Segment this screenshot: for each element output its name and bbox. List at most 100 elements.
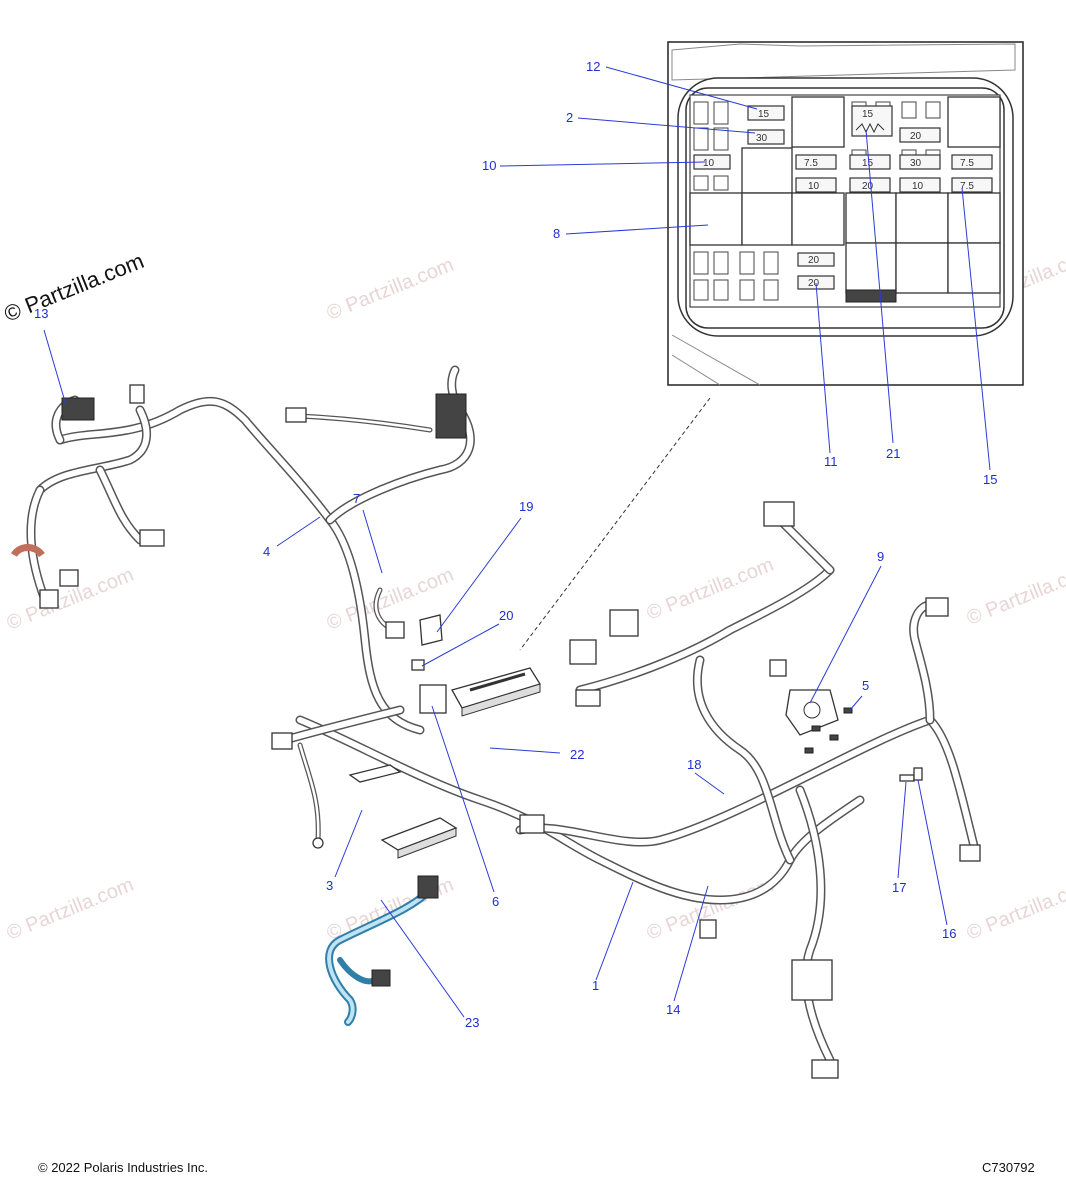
cover-side xyxy=(397,827,457,859)
connector xyxy=(811,1059,839,1079)
fuse xyxy=(849,154,891,170)
fuse-box-side xyxy=(461,683,541,717)
ring-terminal xyxy=(312,837,324,849)
fuse-rating: 7.5 xyxy=(960,158,974,169)
part-19-bracket xyxy=(419,614,443,646)
fuse-rating: 10 xyxy=(912,181,924,192)
fuse-rating: 30 xyxy=(910,158,922,169)
relay xyxy=(845,192,897,244)
relay-base xyxy=(845,289,897,303)
watermark: © Partzilla.com xyxy=(4,874,137,945)
fuse-rating: 30 xyxy=(756,133,768,144)
fuse xyxy=(747,129,785,145)
connector xyxy=(763,501,795,527)
leader-lines xyxy=(43,66,991,1018)
harness-4 xyxy=(11,365,475,735)
fuse xyxy=(899,154,941,170)
callout-13: 13 xyxy=(34,306,48,321)
callout-1: 1 xyxy=(592,978,599,993)
inset-pointer xyxy=(519,397,711,651)
callout-9: 9 xyxy=(877,549,884,564)
fuse xyxy=(951,154,993,170)
fuse xyxy=(795,154,837,170)
relay xyxy=(741,192,793,246)
copyright-text: © 2022 Polaris Industries Inc. xyxy=(38,1160,208,1175)
watermark: © Partzilla.com xyxy=(324,254,457,325)
inset-housing-top xyxy=(671,43,1016,81)
relay xyxy=(947,192,1001,244)
fuse xyxy=(899,177,941,193)
label-sticker xyxy=(348,764,402,783)
callout-11: 11 xyxy=(824,454,838,469)
connector xyxy=(61,397,95,421)
fuse-element xyxy=(855,122,885,134)
part-5-screws xyxy=(804,707,853,754)
relay xyxy=(791,96,845,148)
fuse-rating: 20 xyxy=(808,278,820,289)
screw xyxy=(804,747,814,754)
fuse-rating: 20 xyxy=(808,255,820,266)
fuse-rating: 15 xyxy=(758,109,770,120)
relay xyxy=(689,192,743,246)
fuse xyxy=(899,127,941,143)
callout-5: 5 xyxy=(862,678,869,693)
fuses: 15 30 10 15 20 7.5 15 30 7.5 10 20 10 xyxy=(693,105,993,290)
relay xyxy=(845,242,897,294)
connector xyxy=(575,689,601,707)
connector xyxy=(139,529,165,547)
part-17-clip xyxy=(899,774,915,782)
connector xyxy=(769,659,787,677)
fuse-box-inset: 15 30 10 15 20 7.5 15 30 7.5 10 20 10 xyxy=(667,41,1024,386)
connector xyxy=(417,875,439,899)
callout-18: 18 xyxy=(687,757,701,772)
inset-housing-hatch xyxy=(671,334,761,386)
callout-23: 23 xyxy=(465,1015,479,1030)
watermark: © Partzilla.com xyxy=(964,874,1066,945)
callout-14: 14 xyxy=(666,1002,680,1017)
fuse-rating: 20 xyxy=(910,131,922,142)
connector xyxy=(59,569,79,587)
callout-22: 22 xyxy=(570,747,584,762)
fuse xyxy=(747,105,785,121)
fuse-rating: 10 xyxy=(808,181,820,192)
part-3-cover xyxy=(348,764,458,859)
screw xyxy=(829,734,839,741)
callout-19: 19 xyxy=(519,499,533,514)
part-16-tie xyxy=(913,767,923,781)
connector xyxy=(129,384,145,404)
connector xyxy=(385,621,405,639)
fuse-box xyxy=(419,667,541,717)
connector xyxy=(699,919,717,939)
callout-17: 17 xyxy=(892,880,906,895)
fuse-rating: 7.5 xyxy=(960,181,974,192)
screw xyxy=(843,707,853,714)
fuse-rating: 15 xyxy=(862,109,874,120)
watermark: © Partzilla.com xyxy=(964,559,1066,630)
harness-lower-left xyxy=(271,705,405,849)
callout-10: 10 xyxy=(482,158,496,173)
callout-12: 12 xyxy=(586,59,600,74)
connector xyxy=(285,407,307,423)
connector xyxy=(791,959,833,1001)
watermark-main: © Partzilla.com xyxy=(1,248,148,327)
relay xyxy=(741,147,793,194)
connector xyxy=(39,589,59,609)
relay xyxy=(895,242,949,294)
harness-1 xyxy=(295,501,981,1079)
callout-2: 2 xyxy=(566,110,573,125)
relay xyxy=(947,242,1001,294)
callout-7: 7 xyxy=(353,491,360,506)
part-9-hole xyxy=(803,701,821,719)
callout-8: 8 xyxy=(553,226,560,241)
fuse xyxy=(795,177,837,193)
callout-15: 15 xyxy=(983,472,997,487)
callout-6: 6 xyxy=(492,894,499,909)
connector xyxy=(925,597,949,617)
callouts: 12 2 10 8 11 21 15 13 4 7 19 20 9 5 22 1… xyxy=(34,59,997,1030)
grommet xyxy=(11,544,45,558)
connector xyxy=(371,969,391,987)
connector xyxy=(569,639,597,665)
connector-block xyxy=(435,393,467,439)
callout-4: 4 xyxy=(263,544,270,559)
